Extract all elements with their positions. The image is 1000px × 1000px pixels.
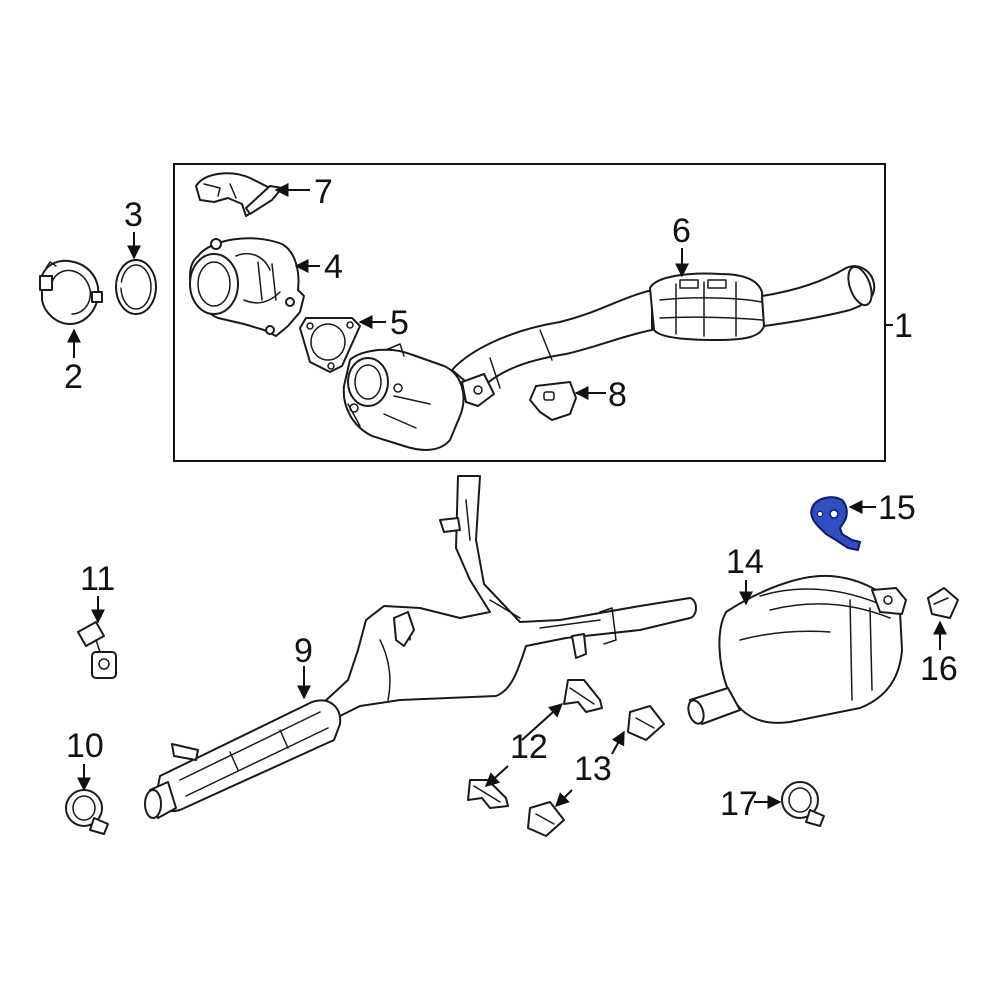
leader-12a: [521, 703, 564, 741]
part-5-gasket[interactable]: [299, 317, 361, 373]
part-11-hanger[interactable]: [77, 621, 117, 679]
callout-6[interactable]: 6: [672, 212, 691, 250]
callout-4[interactable]: 4: [324, 248, 343, 286]
part-2-clamp[interactable]: [39, 259, 103, 325]
part-17-clamp[interactable]: [781, 781, 825, 827]
callout-13[interactable]: 13: [574, 750, 612, 788]
callout-3[interactable]: 3: [124, 196, 143, 234]
callout-10[interactable]: 10: [66, 727, 104, 765]
callout-5[interactable]: 5: [390, 304, 409, 342]
callout-1[interactable]: 1: [894, 307, 913, 345]
part-1-front-pipe-assembly[interactable]: [342, 264, 876, 451]
part-14-rear-muffler[interactable]: [686, 574, 907, 726]
part-12-hanger-upper[interactable]: [563, 679, 603, 713]
callout-17[interactable]: 17: [720, 785, 758, 823]
callout-15[interactable]: 15: [878, 489, 916, 527]
leader-12b: [484, 765, 509, 787]
callout-12[interactable]: 12: [510, 728, 548, 766]
part-4-outlet-flange[interactable]: [189, 237, 305, 337]
part-10-clamp[interactable]: [65, 789, 109, 835]
part-9-intermediate-pipe[interactable]: [144, 475, 697, 819]
callout-16[interactable]: 16: [920, 650, 958, 688]
leader-13b: [555, 789, 573, 807]
part-13-clip-upper[interactable]: [627, 705, 665, 741]
part-8-bracket[interactable]: [529, 381, 577, 421]
callout-8[interactable]: 8: [608, 376, 627, 414]
callout-14[interactable]: 14: [726, 543, 764, 581]
part-16-isolator[interactable]: [927, 587, 959, 619]
callout-9[interactable]: 9: [294, 632, 313, 670]
part-15-hanger-bracket[interactable]: [810, 496, 861, 551]
callout-7[interactable]: 7: [314, 173, 333, 211]
part-13-clip-lower[interactable]: [527, 801, 565, 837]
callout-2[interactable]: 2: [64, 358, 83, 396]
assembly-group-box: [173, 163, 886, 462]
callout-11[interactable]: 11: [80, 560, 115, 598]
part-7-heat-shield[interactable]: [195, 172, 283, 217]
leader-13a: [611, 730, 625, 755]
part-3-seal-ring[interactable]: [115, 259, 157, 315]
